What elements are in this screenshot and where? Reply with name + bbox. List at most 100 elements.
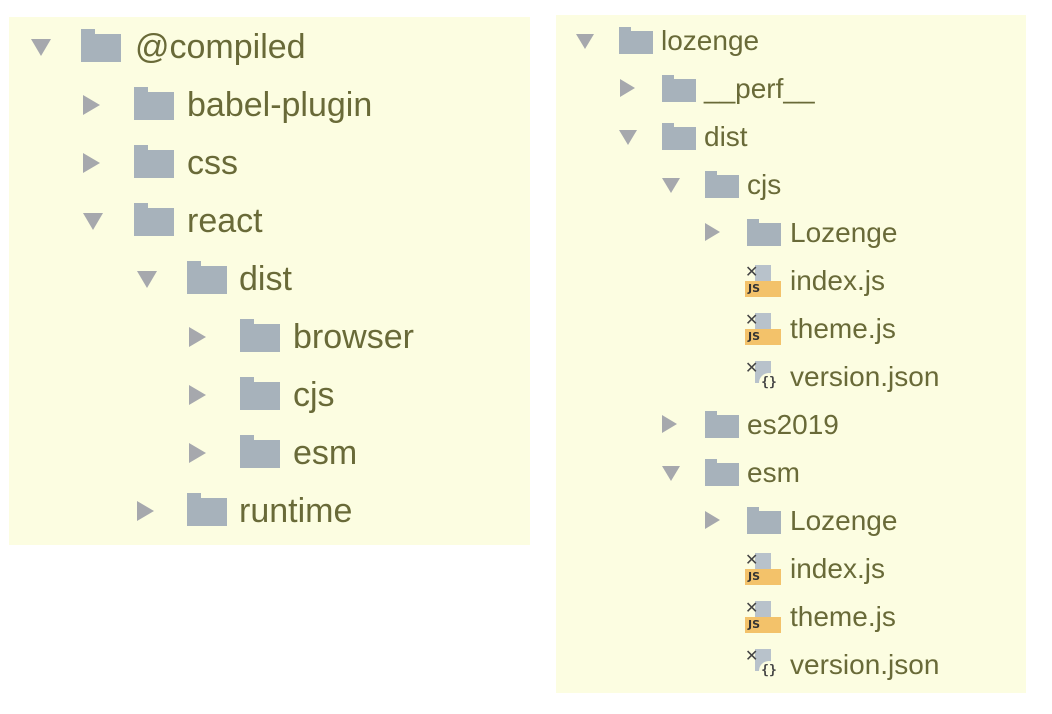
js-file-icon: ✕ JS — [745, 550, 783, 587]
expand-arrow-icon[interactable] — [189, 385, 206, 405]
js-file-icon: ✕ JS — [745, 262, 783, 299]
collapse-arrow-icon[interactable] — [662, 178, 680, 193]
tree-node-label: Lozenge — [790, 217, 898, 248]
tree-node-label: cjs — [747, 169, 782, 200]
tree-node-label: @compiled — [135, 28, 306, 66]
json-file-icon: ✕ {} — [745, 358, 783, 395]
tree-node-label: index.js — [790, 265, 885, 296]
js-badge-icon: JS — [745, 329, 781, 345]
expand-arrow-icon[interactable] — [705, 511, 720, 529]
excluded-mark-icon: ✕ — [745, 550, 759, 569]
collapse-arrow-icon[interactable] — [576, 34, 594, 49]
folder-icon — [705, 171, 739, 198]
tree-node-theme-js[interactable]: ✕ JS theme.js — [556, 599, 936, 635]
folder-icon — [134, 203, 174, 236]
folder-icon — [134, 145, 174, 178]
folder-icon — [705, 459, 739, 486]
tree-node-es2019[interactable]: es2019 — [556, 407, 876, 443]
project-tree-panel-right: lozenge __perf__ dist cjs Lozenge ✕ JS i… — [556, 15, 1026, 693]
expand-arrow-icon[interactable] — [83, 153, 100, 173]
folder-icon — [662, 123, 696, 150]
tree-node-index-js[interactable]: ✕ JS index.js — [556, 263, 936, 299]
tree-node-label: lozenge — [661, 25, 760, 56]
tree-node-label: runtime — [239, 492, 353, 530]
folder-icon — [240, 377, 280, 410]
tree-node-dist[interactable]: dist — [9, 259, 329, 299]
expand-arrow-icon[interactable] — [705, 223, 720, 241]
tree-node-label: version.json — [790, 649, 940, 680]
folder-icon — [705, 411, 739, 438]
tree-node-esm[interactable]: esm — [9, 433, 389, 473]
js-file-icon: ✕ JS — [745, 598, 783, 635]
tree-node-label: esm — [747, 457, 800, 488]
expand-arrow-icon[interactable] — [189, 443, 206, 463]
folder-icon — [619, 27, 653, 54]
collapse-arrow-icon[interactable] — [83, 213, 103, 230]
tree-node-compiled[interactable]: @compiled — [9, 27, 369, 67]
js-badge-icon: JS — [745, 569, 781, 585]
excluded-mark-icon: ✕ — [745, 310, 759, 329]
tree-node-version-json[interactable]: ✕ {} version.json — [556, 359, 976, 395]
tree-node-label: babel-plugin — [187, 86, 373, 124]
excluded-mark-icon: ✕ — [745, 262, 759, 281]
excluded-mark-icon: ✕ — [745, 358, 759, 377]
tree-node-cjs[interactable]: cjs — [556, 167, 816, 203]
js-badge-icon: JS — [745, 617, 781, 633]
folder-icon — [134, 87, 174, 120]
tree-node-esm[interactable]: esm — [556, 455, 836, 491]
tree-node-css[interactable]: css — [9, 143, 309, 183]
tree-node-label: index.js — [790, 553, 885, 584]
tree-node-label: browser — [293, 318, 414, 356]
tree-node-lozenge-folder[interactable]: Lozenge — [556, 503, 936, 539]
tree-node-label: css — [187, 144, 238, 182]
folder-icon — [187, 261, 227, 294]
tree-node-babel-plugin[interactable]: babel-plugin — [9, 85, 429, 125]
expand-arrow-icon[interactable] — [83, 95, 100, 115]
tree-node-lozenge[interactable]: lozenge — [556, 23, 816, 59]
expand-arrow-icon[interactable] — [189, 327, 206, 347]
tree-node-label: dist — [704, 121, 748, 152]
tree-node-browser[interactable]: browser — [9, 317, 449, 357]
tree-node-label: esm — [293, 434, 358, 472]
tree-node-react[interactable]: react — [9, 201, 309, 241]
folder-icon — [240, 319, 280, 352]
expand-arrow-icon[interactable] — [662, 415, 677, 433]
tree-node-index-js[interactable]: ✕ JS index.js — [556, 551, 936, 587]
tree-node-version-json[interactable]: ✕ {} version.json — [556, 647, 976, 683]
collapse-arrow-icon[interactable] — [137, 271, 157, 288]
tree-node-label: dist — [239, 260, 292, 298]
collapse-arrow-icon[interactable] — [619, 130, 637, 145]
js-file-icon: ✕ JS — [745, 310, 783, 347]
json-badge-icon: {} — [759, 661, 779, 681]
tree-node-perf[interactable]: __perf__ — [556, 71, 856, 107]
excluded-mark-icon: ✕ — [745, 598, 759, 617]
tree-node-cjs[interactable]: cjs — [9, 375, 369, 415]
js-badge-icon: JS — [745, 281, 781, 297]
json-badge-icon: {} — [759, 373, 779, 393]
folder-icon — [187, 493, 227, 526]
collapse-arrow-icon[interactable] — [662, 466, 680, 481]
collapse-arrow-icon[interactable] — [31, 39, 51, 56]
tree-node-label: Lozenge — [790, 505, 898, 536]
folder-icon — [81, 29, 121, 62]
tree-node-label: theme.js — [790, 601, 896, 632]
tree-node-theme-js[interactable]: ✕ JS theme.js — [556, 311, 936, 347]
tree-node-label: es2019 — [747, 409, 839, 440]
folder-icon — [662, 75, 696, 102]
tree-node-dist[interactable]: dist — [556, 119, 816, 155]
folder-icon — [747, 507, 781, 534]
expand-arrow-icon[interactable] — [137, 501, 154, 521]
json-file-icon: ✕ {} — [745, 646, 783, 683]
expand-arrow-icon[interactable] — [620, 79, 635, 97]
folder-icon — [747, 219, 781, 246]
tree-node-runtime[interactable]: runtime — [9, 491, 389, 531]
tree-node-label: react — [187, 202, 263, 240]
folder-icon — [240, 435, 280, 468]
tree-node-label: version.json — [790, 361, 940, 392]
tree-node-label: cjs — [293, 376, 335, 414]
excluded-mark-icon: ✕ — [745, 646, 759, 665]
tree-node-lozenge-folder[interactable]: Lozenge — [556, 215, 936, 251]
tree-node-label: __perf__ — [704, 73, 815, 104]
project-tree-panel-left: @compiled babel-plugin css react dist br… — [9, 17, 530, 545]
tree-node-label: theme.js — [790, 313, 896, 344]
